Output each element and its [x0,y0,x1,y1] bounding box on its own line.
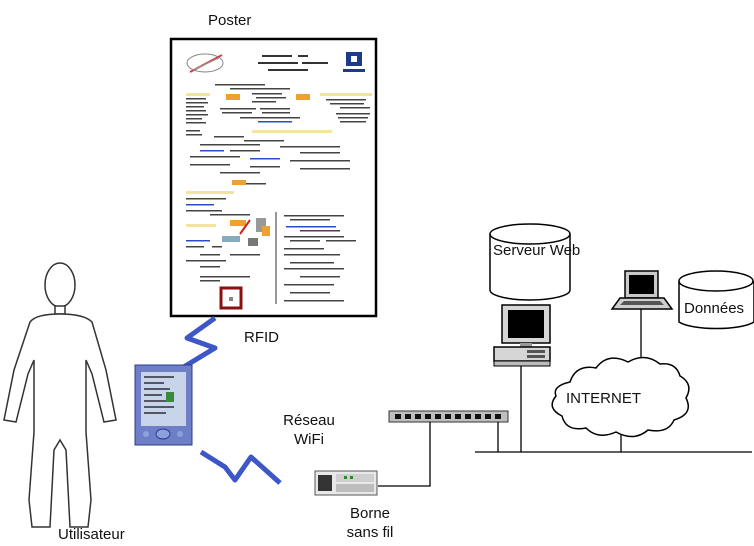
poster-title [258,55,328,71]
laptop-computer [610,270,674,310]
borne-label-line2: sans fil [346,524,394,541]
poster-logo-right [343,52,365,72]
rfid-label: RFID [244,329,279,346]
wifi-label-line1: Réseau [283,412,335,429]
poster-logo-left [186,53,224,73]
pda-device [134,364,193,446]
rfid-link-zigzag [180,315,218,371]
borne-label-line1: Borne [349,505,391,522]
donnees-database-icon [678,270,754,330]
poster-document [169,37,378,318]
user-figure [3,262,117,528]
wifi-link-zigzag [199,449,282,485]
network-switch [388,410,509,423]
wifi-label-line2: WiFi [294,431,324,448]
server-database-icon [489,223,571,301]
poster-body-text [186,84,372,304]
rfid-tag [219,286,243,310]
poster-label: Poster [208,12,252,29]
workstation-computer [493,304,551,367]
user-label: Utilisateur [58,526,125,543]
internet-label: INTERNET [566,390,641,407]
data-label: Données [684,300,745,317]
server-label: Serveur Web [493,242,581,259]
borne-device [314,470,378,496]
internet-cloud-icon [551,356,690,438]
